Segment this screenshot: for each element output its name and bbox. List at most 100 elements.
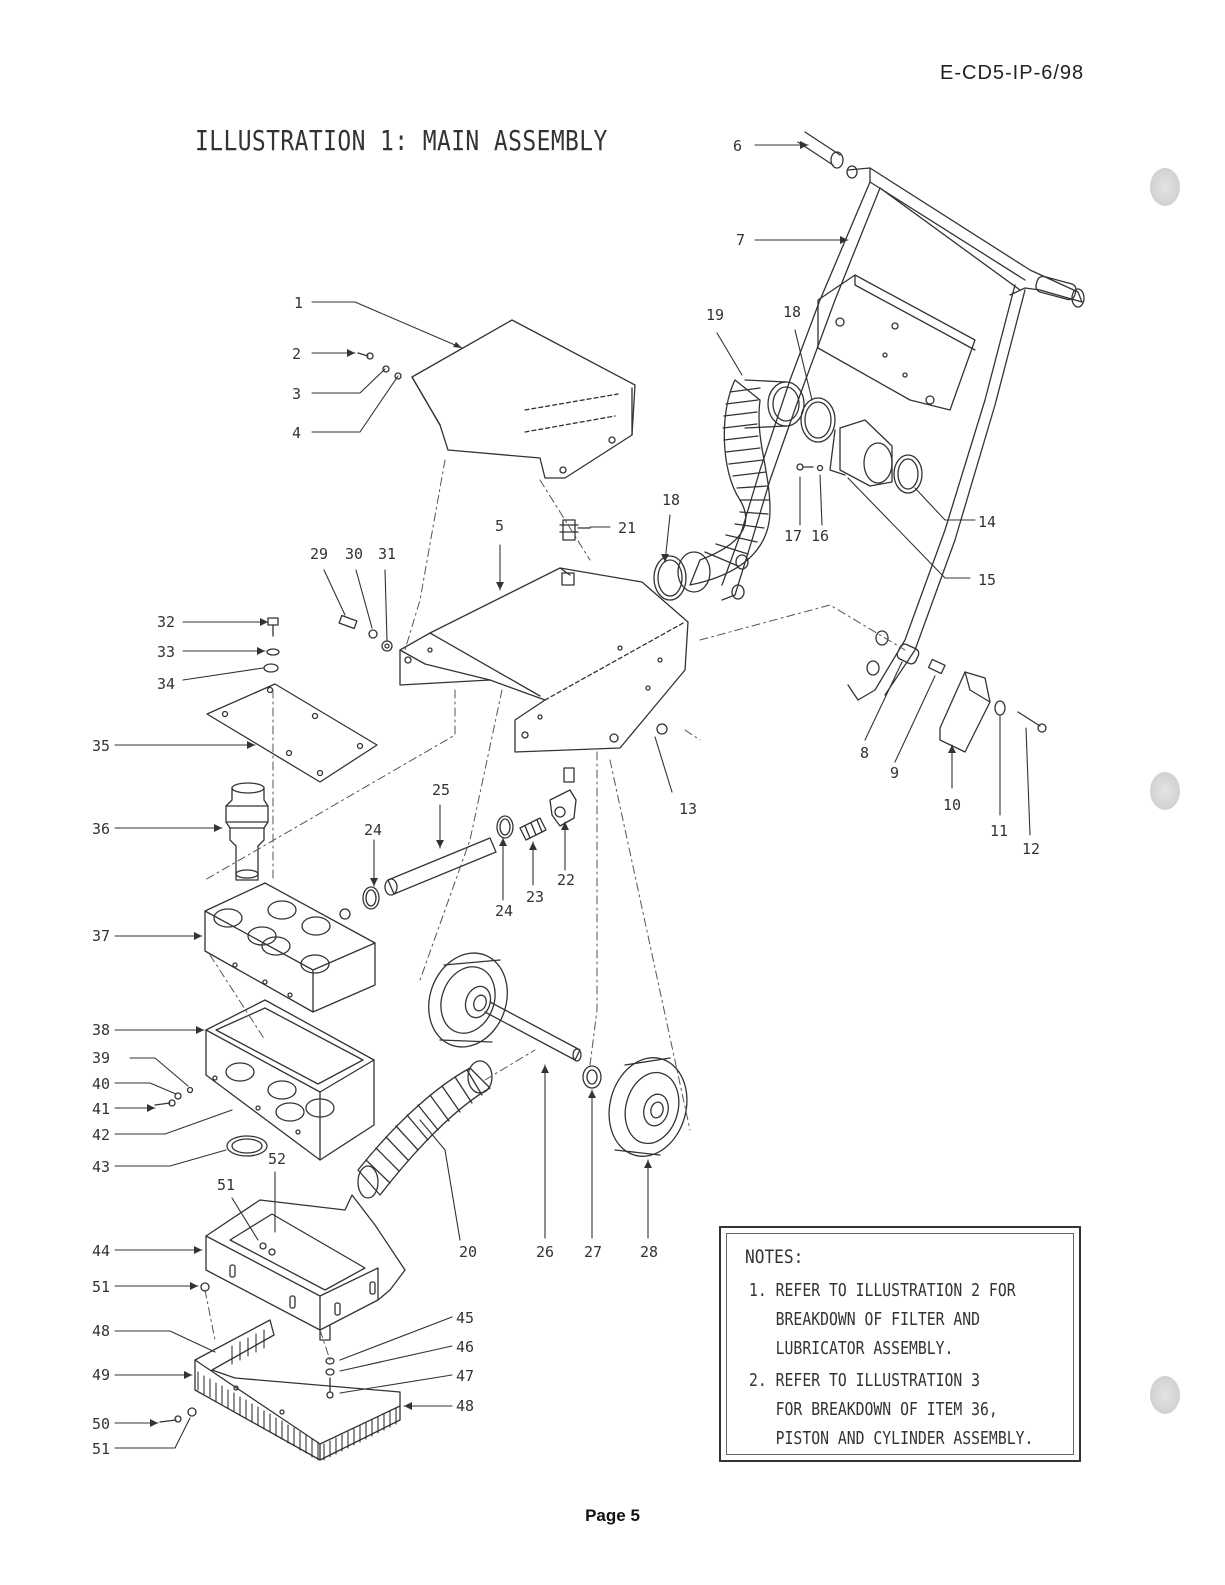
part-hose-clamp-18a [800, 397, 836, 443]
part-base-44 [205, 1194, 406, 1341]
callout-34: 34 [157, 675, 176, 693]
part-washer-40 [174, 1092, 182, 1100]
notes-heading: NOTES: [745, 1246, 804, 1268]
callout-38: 38 [92, 1021, 111, 1039]
callout-4: 4 [292, 424, 302, 442]
callout-49: 49 [92, 1366, 111, 1384]
callout-51b: 51 [92, 1440, 111, 1458]
callout-10: 10 [943, 796, 962, 814]
part-screw-41 [154, 1099, 176, 1107]
part-bracket-10 [939, 671, 991, 753]
leader-arrows [147, 141, 956, 1427]
part-clamp-14 [893, 454, 923, 494]
part-screw-2 [357, 352, 374, 360]
callout-28: 28 [640, 1243, 659, 1261]
part-box-42 [205, 1029, 375, 1161]
part-block-37 [204, 882, 376, 1013]
leader-lines [114, 144, 1031, 1449]
part-screw-47 [326, 1377, 334, 1399]
callout-45: 45 [456, 1309, 475, 1327]
part-adapter-15 [829, 419, 893, 487]
callout-40: 40 [92, 1075, 111, 1093]
note-1: 1. REFER TO ILLUSTRATION 2 FOR BREAKDOWN… [749, 1280, 1016, 1359]
callout-8: 8 [860, 744, 870, 762]
part-piston-cylinder-36 [225, 782, 269, 881]
callout-6: 6 [733, 137, 743, 155]
callout-44: 44 [92, 1242, 111, 1260]
callout-13: 13 [679, 800, 698, 818]
callout-35: 35 [92, 737, 111, 755]
punch-hole-middle [1150, 772, 1180, 810]
part-axle-26 [484, 1001, 582, 1062]
notes-box: NOTES: 1. REFER TO ILLUSTRATION 2 FOR BR… [719, 1226, 1081, 1462]
callout-27: 27 [584, 1243, 603, 1261]
part-fitting-21 [559, 519, 591, 541]
callout-29: 29 [310, 545, 329, 563]
part-screw-50 [159, 1415, 182, 1423]
callout-11: 11 [990, 822, 1009, 840]
part-washer-33 [266, 648, 280, 656]
callout-32: 32 [157, 613, 176, 631]
punch-hole-bottom [1150, 1376, 1180, 1414]
part-brush-48-49 [194, 1319, 401, 1461]
part-bushing-9 [927, 658, 946, 675]
part-plate-35 [206, 683, 378, 783]
callout-52: 52 [268, 1150, 287, 1168]
part-handle-frame [721, 165, 1085, 701]
callout-23: 23 [526, 888, 545, 906]
page-number: Page 5 [585, 1506, 640, 1525]
part-clamp-24a [362, 886, 380, 910]
part-washer-46 [325, 1368, 335, 1376]
alignment-lines [204, 459, 906, 1361]
callout-43: 43 [92, 1158, 111, 1176]
part-cover-1 [411, 319, 636, 479]
callout-42: 42 [92, 1126, 111, 1144]
part-washer-34 [263, 663, 279, 673]
part-hose-clamp-18b [653, 555, 687, 601]
callout-47: 47 [456, 1367, 475, 1385]
callout-24b: 24 [495, 902, 514, 920]
callout-14: 14 [978, 513, 997, 531]
callout-50: 50 [92, 1415, 111, 1433]
part-hose-19 [677, 379, 805, 593]
part-lockwasher-4 [394, 372, 402, 380]
callout-51c: 51 [217, 1176, 236, 1194]
part-wheel-right [608, 1057, 688, 1157]
callout-16: 16 [811, 527, 830, 545]
callout-5: 5 [495, 517, 505, 535]
callout-17: 17 [784, 527, 803, 545]
part-elbow-22 [549, 767, 577, 827]
part-nut-13 [656, 723, 668, 735]
part-hose-20 [357, 1060, 493, 1199]
part-gasket-43 [226, 1135, 268, 1157]
callout-18a: 18 [662, 491, 681, 509]
callout-1: 1 [294, 294, 304, 312]
callout-48b: 48 [456, 1397, 475, 1415]
part-screw-17 [796, 463, 814, 471]
callout-24a: 24 [364, 821, 383, 839]
part-washer-51b [187, 1407, 197, 1417]
part-housing-5 [399, 567, 689, 753]
part-clamp-24b [496, 815, 514, 839]
callout-31: 31 [378, 545, 397, 563]
callout-9: 9 [890, 764, 900, 782]
part-washer-3 [382, 365, 390, 373]
callout-2: 2 [292, 345, 302, 363]
part-wheel-left [428, 952, 508, 1048]
callout-39: 39 [92, 1049, 111, 1067]
punch-hole-top [1150, 168, 1180, 206]
callout-37: 37 [92, 927, 111, 945]
part-washer-16 [816, 464, 824, 472]
part-spacer-27 [582, 1065, 602, 1089]
callout-48a: 48 [92, 1322, 111, 1340]
callout-26: 26 [536, 1243, 555, 1261]
document-code: E-CD5-IP-6/98 [940, 62, 1085, 84]
notes-inner-border: NOTES: 1. REFER TO ILLUSTRATION 2 FOR BR… [726, 1233, 1074, 1455]
callout-21: 21 [618, 519, 637, 537]
callout-51a: 51 [92, 1278, 111, 1296]
page-title: ILLUSTRATION 1: MAIN ASSEMBLY [195, 124, 608, 157]
part-washer-45 [325, 1357, 335, 1365]
callout-41: 41 [92, 1100, 111, 1118]
